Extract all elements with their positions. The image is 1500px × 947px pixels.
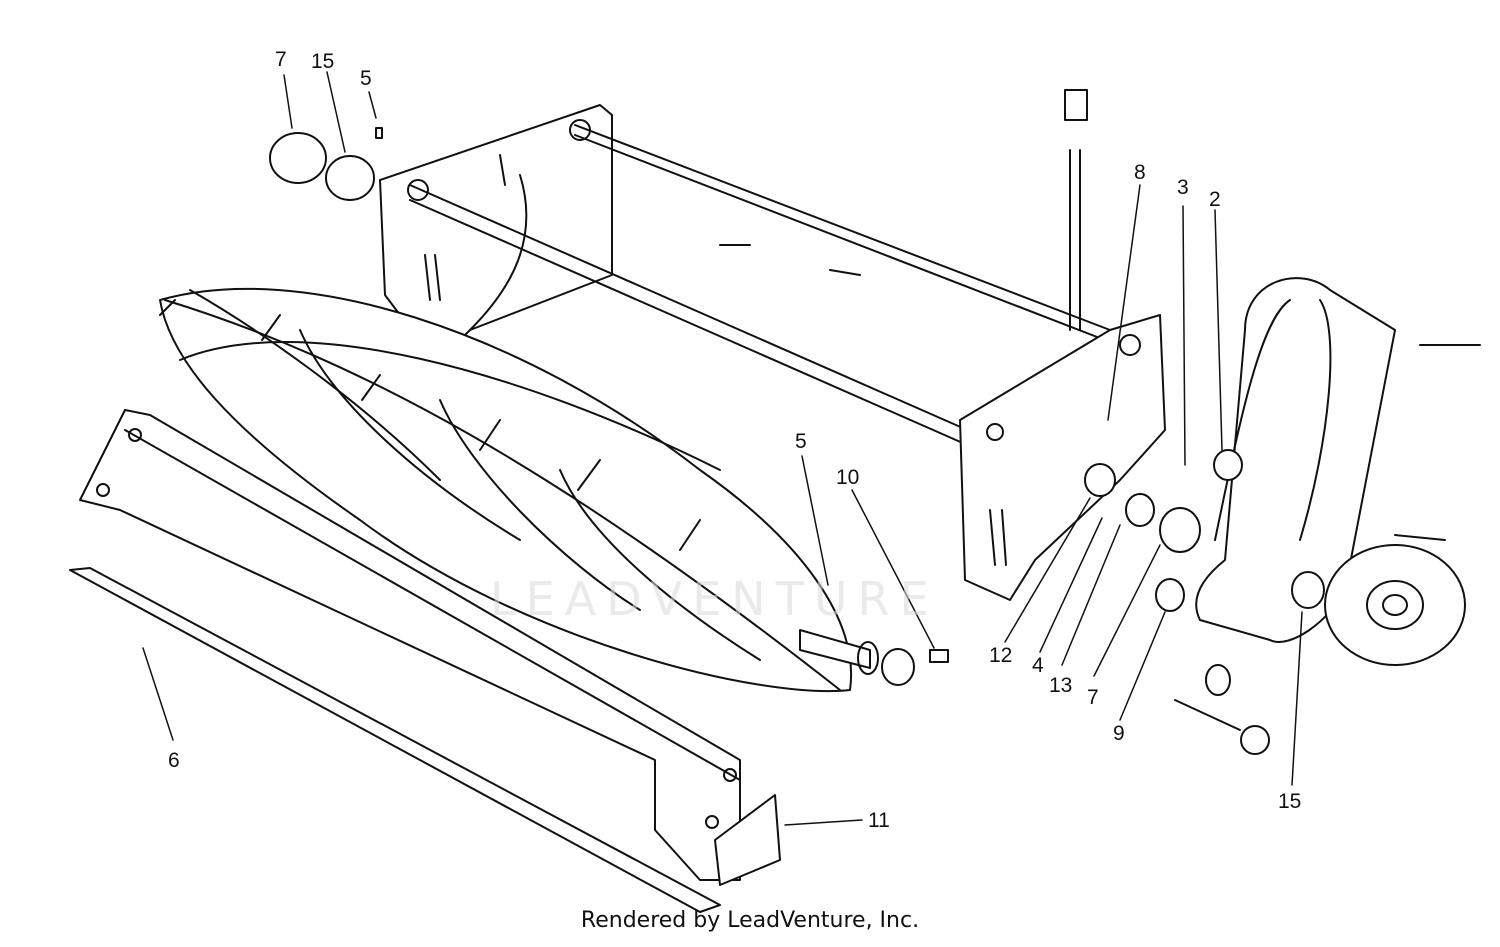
watermark: LEADVENTURE (490, 572, 939, 626)
drive-pulley (1324, 544, 1466, 666)
footer-credit: Rendered by LeadVenture, Inc. (580, 908, 920, 933)
callout-3: 3 (1177, 176, 1189, 199)
callout-13: 13 (1049, 674, 1072, 697)
hardware-small-parts (269, 127, 1481, 755)
callout-9: 9 (1113, 722, 1125, 745)
leader-lines (142, 71, 1303, 826)
belt-drive-cover (1195, 277, 1396, 643)
cutting-reel (159, 287, 879, 693)
callout-5: 5 (360, 67, 372, 90)
callout-labels: 7 15 5 8 3 2 5 10 12 4 13 7 9 6 11 15 (168, 48, 1301, 832)
adjuster-rod (1064, 89, 1088, 331)
callout-11: 11 (868, 809, 890, 832)
callout-4: 4 (1032, 654, 1044, 677)
callout-15: 15 (1278, 790, 1301, 813)
callout-2: 2 (1209, 188, 1221, 211)
callout-6: 6 (168, 749, 180, 772)
callout-7: 7 (275, 48, 287, 71)
callout-5: 5 (795, 430, 807, 453)
callout-7: 7 (1087, 686, 1099, 709)
callout-12: 12 (989, 644, 1012, 667)
callout-10: 10 (836, 466, 859, 489)
shield-plate (714, 794, 781, 886)
bedknife (69, 567, 721, 913)
callout-8: 8 (1134, 161, 1146, 184)
callout-15: 15 (311, 50, 334, 73)
reel-frame (379, 104, 1166, 601)
